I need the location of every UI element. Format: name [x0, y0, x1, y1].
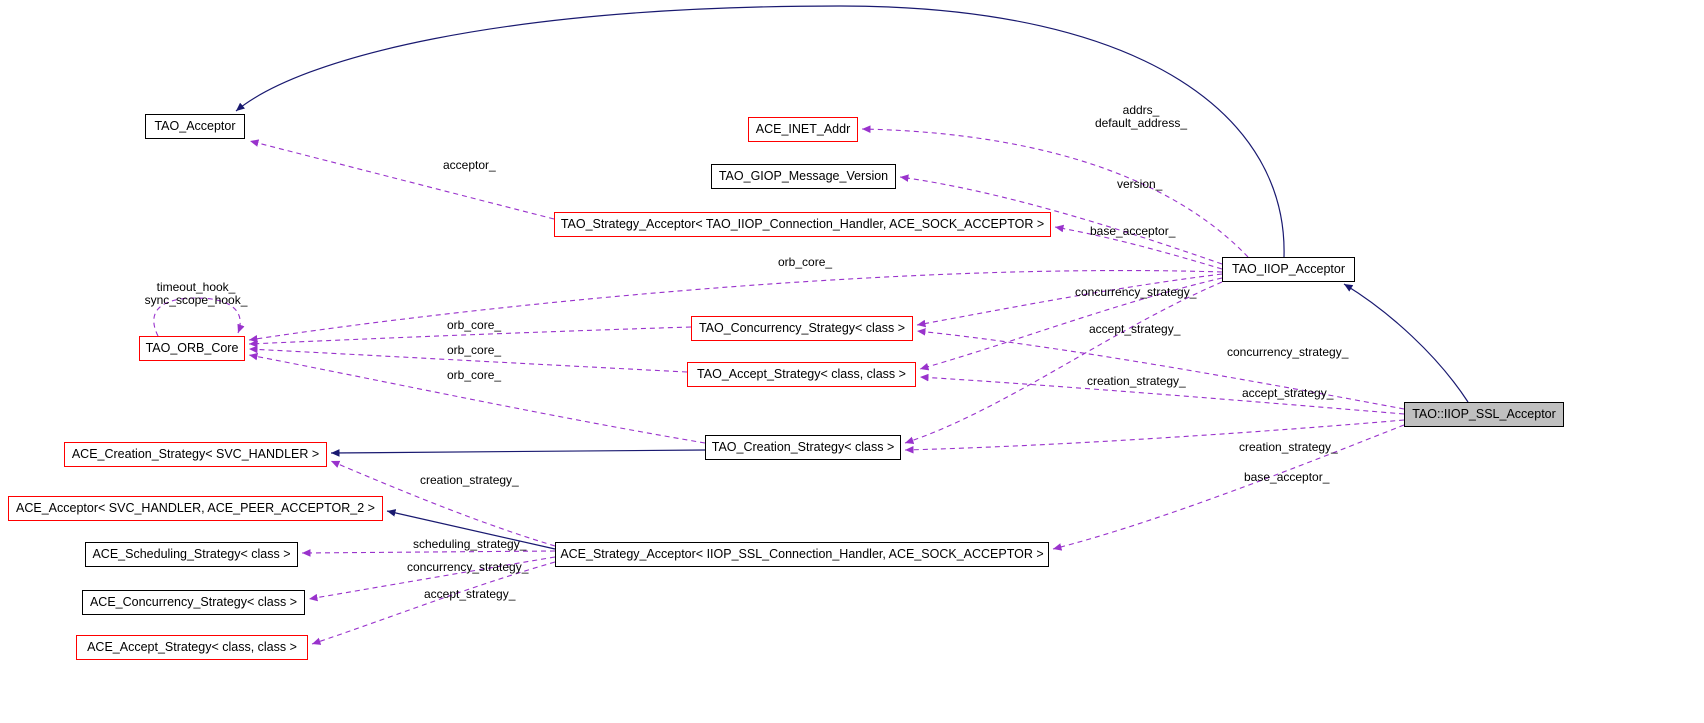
edge-usage-version [899, 174, 1223, 265]
edge-inherit-ssl-acceptor-to-iiop-acceptor [1343, 283, 1469, 403]
edge-label-creation-strategy-2: creation_strategy_ [1239, 440, 1338, 454]
edge-label-scheduling-strategy: scheduling_strategy_ [413, 537, 527, 551]
edge-label-acceptor: acceptor_ [443, 158, 496, 172]
edge-label-base-acceptor-2: base_acceptor_ [1244, 470, 1330, 484]
edge-usage-acceptor [249, 139, 555, 220]
class-node-ace-concurrency-strategy[interactable]: ACE_Concurrency_Strategy< class > [82, 590, 305, 615]
edge-usage-base-acceptor-iiop [1054, 224, 1223, 270]
edge-label-accept-strategy-2: accept_strategy_ [1242, 386, 1334, 400]
edge-usage-concurrency-iiop [916, 273, 1223, 328]
edge-label-timeout-hook: timeout_hook_ [156, 280, 236, 294]
edge-usage-creation-ace [330, 460, 556, 547]
class-node-tao-concurrency-strategy[interactable]: TAO_Concurrency_Strategy< class > [691, 316, 913, 341]
edge-usage-scheduling-ace [301, 549, 556, 557]
edge-label-orb-core-1: orb_core_ [778, 255, 833, 269]
edge-usage-concurrency-ssl [916, 328, 1405, 410]
edge-label-concurrency-strategy-2: concurrency_strategy_ [1227, 345, 1349, 359]
class-node-tao-orb-core[interactable]: TAO_ORB_Core [139, 336, 245, 361]
edge-label-addrs: addrs_ [1122, 103, 1160, 117]
edge-usage-orb-core-concurrency [248, 326, 692, 348]
class-node-tao-acceptor[interactable]: TAO_Acceptor [145, 114, 245, 139]
class-node-tao-giop-message-version[interactable]: TAO_GIOP_Message_Version [711, 164, 896, 189]
edge-inherit-ace-strategy-acceptor-to-ace-acceptor [386, 509, 556, 550]
edge-label-orb-core-4: orb_core_ [447, 368, 502, 382]
class-node-tao-iiop-ssl-acceptor[interactable]: TAO::IIOP_SSL_Acceptor [1404, 402, 1564, 427]
edge-label-orb-core-2: orb_core_ [447, 318, 502, 332]
class-node-ace-accept-strategy[interactable]: ACE_Accept_Strategy< class, class > [76, 635, 308, 660]
class-node-ace-acceptor[interactable]: ACE_Acceptor< SVC_HANDLER, ACE_PEER_ACCE… [8, 496, 383, 521]
class-node-ace-strategy-acceptor[interactable]: ACE_Strategy_Acceptor< IIOP_SSL_Connecti… [555, 542, 1049, 567]
edge-label-version: version_ [1117, 177, 1163, 191]
class-node-ace-creation-strategy[interactable]: ACE_Creation_Strategy< SVC_HANDLER > [64, 442, 327, 467]
class-node-ace-inet-addr[interactable]: ACE_INET_Addr [748, 117, 858, 142]
edge-usage-orb-core-iiop [248, 269, 1223, 343]
edge-label-creation-strategy-3: creation_strategy_ [420, 473, 519, 487]
class-node-tao-creation-strategy[interactable]: TAO_Creation_Strategy< class > [705, 435, 901, 460]
class-node-ace-scheduling-strategy[interactable]: ACE_Scheduling_Strategy< class > [85, 542, 298, 567]
class-node-tao-iiop-acceptor[interactable]: TAO_IIOP_Acceptor [1222, 257, 1355, 282]
edge-usage-base-acceptor-ssl [1052, 424, 1405, 551]
edge-label-sync-scope-hook: sync_scope_hook_ [144, 293, 248, 307]
edge-label-creation-strategy-1: creation_strategy_ [1087, 374, 1186, 388]
edge-usage-creation-iiop [904, 281, 1223, 444]
edge-label-accept-strategy-3: accept_strategy_ [424, 587, 516, 601]
class-node-tao-strategy-acceptor[interactable]: TAO_Strategy_Acceptor< TAO_IIOP_Connecti… [554, 212, 1051, 237]
edge-usage-accept-ace [311, 561, 556, 645]
edge-label-addrs-default-address: addrs_ default_address_ [1093, 104, 1189, 130]
edge-usage-creation-ssl [904, 419, 1405, 454]
class-node-tao-accept-strategy[interactable]: TAO_Accept_Strategy< class, class > [687, 362, 916, 387]
edge-label-orb-core-3: orb_core_ [447, 343, 502, 357]
edge-label-default-address: default_address_ [1094, 116, 1188, 130]
edge-label-accept-strategy-1: accept_strategy_ [1089, 322, 1181, 336]
edge-label-concurrency-strategy-3: concurrency_strategy_ [407, 560, 529, 574]
edge-usage-addrs [861, 125, 1249, 258]
edge-usage-orb-core-self-loop [153, 297, 245, 337]
edge-usage-concurrency-ace [308, 556, 556, 602]
edge-inherit-iiop-acceptor-to-tao-acceptor [235, 5, 1285, 258]
edge-label-timeout-sync-hooks: timeout_hook_ sync_scope_hook_ [138, 281, 254, 307]
edge-usage-orb-core-accept [248, 345, 688, 373]
edge-inherit-tao-creation-to-ace-creation [330, 449, 706, 457]
edge-label-base-acceptor-1: base_acceptor_ [1090, 224, 1176, 238]
edge-label-concurrency-strategy-1: concurrency_strategy_ [1075, 285, 1197, 299]
